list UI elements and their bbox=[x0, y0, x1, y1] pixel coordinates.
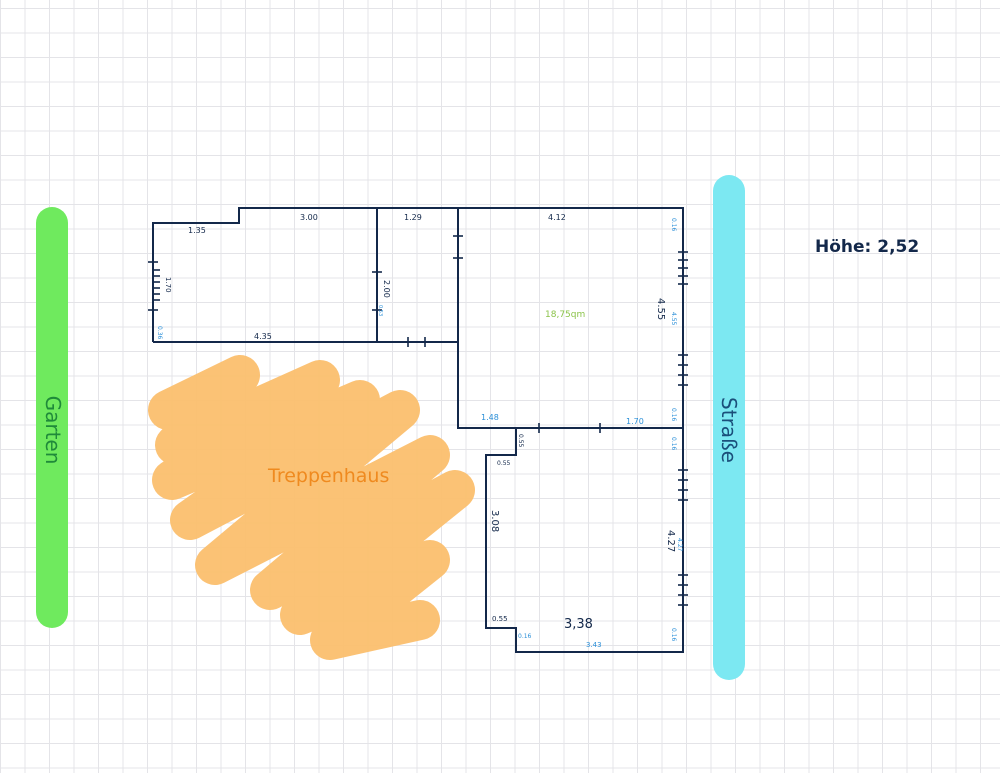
measure-top-middle-top: 1.29 bbox=[404, 213, 422, 222]
measure-top-left-a: 1.35 bbox=[188, 226, 206, 235]
measure-top-left-b: 3.00 bbox=[300, 213, 318, 222]
measure-top-right-bottom-a: 1.48 bbox=[481, 413, 499, 422]
measure-top-right-corner-a: 0.16 bbox=[670, 218, 677, 232]
measure-bottom-right: 4.27 bbox=[665, 530, 676, 552]
measure-top-left-bottom: 4.35 bbox=[254, 332, 272, 341]
measure-top-right-corner-b: 0.16 bbox=[670, 408, 677, 422]
measure-bottom-step-left: 0.55 bbox=[497, 460, 511, 467]
garden-label: Garten bbox=[41, 396, 65, 465]
measure-top-right-top: 4.12 bbox=[548, 213, 566, 222]
measure-top-left-side: 1.70 bbox=[164, 277, 172, 293]
measure-bottom-corner-bottom: 0.16 bbox=[670, 628, 677, 642]
measure-top-right-bottom-b: 1.70 bbox=[626, 417, 644, 426]
measure-bottom-bottom-black: 3,38 bbox=[564, 617, 593, 632]
measure-top-right-side: 4.55 bbox=[655, 298, 666, 320]
area-label: 18,75qm bbox=[545, 310, 585, 320]
measure-top-middle-side: 2.00 bbox=[382, 280, 391, 298]
measure-bottom-right-blue: 4.27 bbox=[676, 538, 683, 552]
measure-bottom-step-inner: 0.16 bbox=[518, 633, 532, 640]
measure-bottom-bottom-blue: 3.43 bbox=[586, 641, 602, 649]
measure-bottom-left: 3.08 bbox=[489, 510, 500, 532]
measure-top-right-side-blue: 4.55 bbox=[670, 312, 677, 326]
measure-bottom-step-top: 0.55 bbox=[517, 434, 524, 448]
stairwell-label: Treppenhaus bbox=[267, 465, 389, 487]
stairwell-area bbox=[148, 355, 475, 660]
measure-bottom-corner-top: 0.16 bbox=[670, 437, 677, 451]
measure-top-left-corner: 0.36 bbox=[156, 326, 163, 340]
measure-top-middle-small: 0.53 bbox=[377, 305, 383, 316]
wall-ticks bbox=[148, 235, 688, 606]
street-label: Straße bbox=[717, 397, 741, 463]
room-top-left-outline bbox=[152, 207, 684, 653]
measure-bottom-step-bottom: 0.55 bbox=[492, 615, 508, 623]
height-label: Höhe: 2,52 bbox=[815, 237, 919, 257]
